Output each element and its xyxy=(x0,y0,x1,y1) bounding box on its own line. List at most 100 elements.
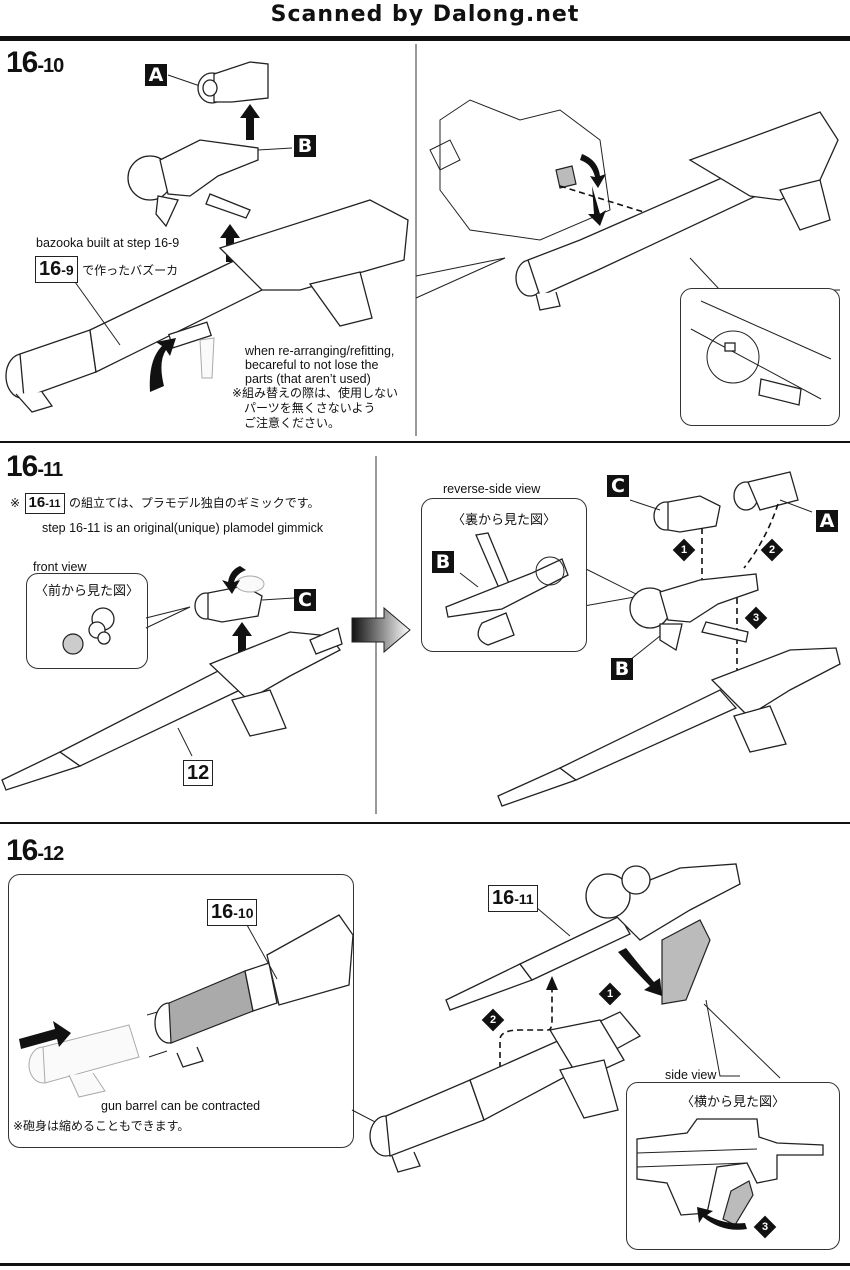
caution-jp-line: ご注意ください。 xyxy=(244,416,341,430)
leader-line xyxy=(177,727,193,757)
rotate-arrow-icon xyxy=(149,338,176,392)
part-label-c: C xyxy=(294,589,316,611)
step-number: 16 xyxy=(6,46,38,79)
leader-line xyxy=(261,597,295,601)
step-marker-1: 1 xyxy=(598,982,622,1006)
part-label-a: A xyxy=(145,64,167,86)
caution-en-line: parts (that aren’t used) xyxy=(245,372,371,386)
step-ref-box: 16-10 xyxy=(207,899,258,926)
scope-part-c xyxy=(194,575,265,623)
ref-label-16-9: 16-9 で作ったバズーカ xyxy=(35,256,178,283)
step-marker-2: 2 xyxy=(481,1008,505,1032)
barrel-note-en: gun barrel can be contracted xyxy=(101,1099,261,1113)
leader-line xyxy=(779,499,813,513)
section-rule xyxy=(0,822,850,824)
assembly-guide xyxy=(559,185,651,215)
leader-line xyxy=(246,924,278,980)
step-subnumber: -10 xyxy=(37,55,64,77)
leader-line xyxy=(629,499,661,511)
reverse-view-illustration xyxy=(445,532,569,646)
caution-en: when re-arranging/refitting, becareful t… xyxy=(245,344,394,386)
side-view-callout: 〈横から見た図〉 3 xyxy=(626,1082,840,1250)
down-curve-arrow-icon xyxy=(222,566,246,594)
rotate-arrow-icon xyxy=(618,948,662,996)
caution-en-line: when re-arranging/refitting, xyxy=(245,344,395,358)
part-label-b: B xyxy=(294,135,316,157)
callout-pointer xyxy=(145,606,191,629)
part-number-12: 12 xyxy=(183,760,214,786)
step-subnumber: -12 xyxy=(37,843,64,865)
step-subnumber: -11 xyxy=(37,459,63,481)
barrel-illustration xyxy=(19,914,354,1098)
part-label-b: B xyxy=(611,658,633,680)
scope-part-c-right xyxy=(653,495,721,533)
arrow-head-icon xyxy=(546,976,558,990)
ref-subnumber: -11 xyxy=(514,891,534,907)
scope-part-a-right xyxy=(733,471,799,511)
callout-pointer xyxy=(703,1003,781,1079)
push-arrow-icon xyxy=(19,1021,71,1049)
leader-line xyxy=(74,281,121,346)
step-title: 16-11 xyxy=(6,450,63,484)
step-number: 16 xyxy=(6,834,38,867)
detail-callout xyxy=(680,288,840,426)
barrel-note-jp: ※砲身は縮めることもできます。 xyxy=(13,1119,190,1133)
next-step-arrow-icon xyxy=(351,606,411,654)
part-label-a: A xyxy=(816,510,838,532)
barrel-callout: 16-10 gun barrel can be contracted ※砲身は縮… xyxy=(8,874,354,1148)
section-rule xyxy=(0,441,850,443)
reverse-view-caption: reverse-side view xyxy=(443,482,541,496)
step-title: 16-12 xyxy=(6,834,64,868)
callout-title: 〈横から見た図〉 xyxy=(680,1095,785,1110)
side-view-illustration xyxy=(636,1118,824,1230)
ref-caption-jp: で作ったバズーカ xyxy=(82,263,179,278)
caution-jp-line: パーツを無くさないよう xyxy=(244,401,376,415)
reverse-view-callout: 〈裏から見た図〉 B xyxy=(421,498,587,652)
leader-line xyxy=(629,635,661,661)
rotate-arrow-icon xyxy=(580,154,606,188)
step-marker-3: 3 xyxy=(753,1215,777,1239)
ref-number: 16 xyxy=(28,494,46,511)
bazooka-16-10 xyxy=(369,1011,642,1173)
mounted-bazooka xyxy=(429,99,839,311)
ref-subnumber: -10 xyxy=(233,905,254,921)
front-view-caption: front view xyxy=(33,560,87,574)
ref-number: 16 xyxy=(39,258,62,280)
up-arrow-icon xyxy=(232,622,252,656)
up-arrow-icon xyxy=(220,224,240,262)
header-rule xyxy=(0,36,850,41)
gimmick-note: ※ 16-11 の組立ては、プラモデル独自のギミックです。 xyxy=(10,493,320,514)
ref-number: 16 xyxy=(492,887,515,909)
step-ref-box: 16-11 xyxy=(24,493,65,514)
ref-number: 16 xyxy=(211,901,234,923)
ref-caption-en: bazooka built at step 16-9 xyxy=(36,236,180,250)
step-number: 16 xyxy=(6,450,38,483)
front-view-callout: 〈前から見た図〉 xyxy=(26,573,148,669)
rotate-arrow-icon xyxy=(697,1207,747,1230)
caution-jp: ※組み替えの際は、使用しない パーツを無くさないよう ご注意ください。 xyxy=(232,386,398,431)
front-view-illustration xyxy=(62,607,115,655)
rifle-assembled xyxy=(497,647,841,807)
bazooka-16-9 xyxy=(5,199,409,413)
step-title: 16-10 xyxy=(6,46,64,80)
assembly-guide-2 xyxy=(499,990,553,1078)
part-label-c: C xyxy=(607,475,629,497)
callout-pointer xyxy=(415,257,506,299)
step-16-11-illustration xyxy=(1,456,841,814)
ref-subnumber: -11 xyxy=(45,498,61,510)
step-ref-box: 16-11 xyxy=(488,885,538,912)
caution-jp-line: ※組み替えの際は、使用しない xyxy=(232,386,399,400)
rifle-16-11 xyxy=(445,863,741,1011)
ref-label-16-10: 16-10 xyxy=(207,899,258,926)
note-mark: ※ xyxy=(10,496,21,510)
grenade-part-b xyxy=(127,139,259,228)
up-arrow-icon xyxy=(240,104,260,140)
side-view-caption: side view xyxy=(665,1068,717,1082)
step-ref-box: 16-9 xyxy=(35,256,78,283)
watermark: Scanned by Dalong.net xyxy=(270,2,580,27)
callout-title: 〈前から見た図〉 xyxy=(34,584,139,599)
part-number-box: 12 xyxy=(183,760,214,786)
barrel-16-10 xyxy=(154,914,354,1068)
note-en: step 16-11 is an original(unique) plamod… xyxy=(42,521,324,535)
